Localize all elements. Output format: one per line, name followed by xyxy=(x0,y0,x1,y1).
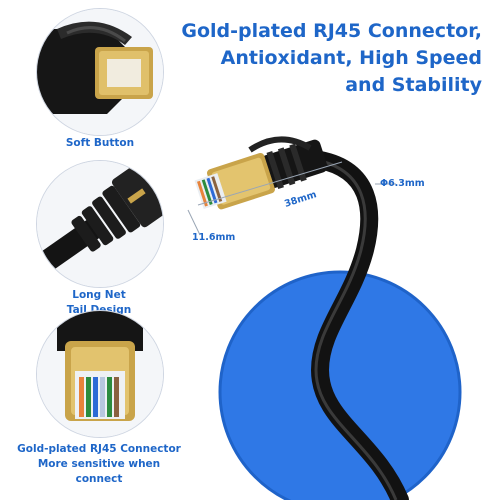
tail-boot-icon xyxy=(37,161,163,287)
gold-connector-caption-line-2: More sensitive when connect xyxy=(37,458,161,485)
soft-button-caption-line: Soft Button xyxy=(65,137,135,149)
length-guide xyxy=(197,161,343,206)
headline: Gold-plated RJ45 Connector, Antioxidant,… xyxy=(162,18,482,99)
gold-connector-caption: Gold-plated RJ45 Connector More sensitiv… xyxy=(14,442,184,487)
tail-design-caption-line-1: Long Net xyxy=(72,289,126,301)
gold-connector-thumbnail xyxy=(36,310,164,438)
gold-connector-caption-line-1: Gold-plated RJ45 Connector xyxy=(17,443,181,455)
headline-line-3: and Stability xyxy=(345,74,482,96)
gold-connector-icon xyxy=(37,311,163,437)
cable-illustration xyxy=(187,136,462,500)
diameter-label: Φ6.3mm xyxy=(380,178,425,189)
headline-line-2: Antioxidant, High Speed xyxy=(220,47,482,69)
soft-button-thumbnail xyxy=(36,8,164,136)
soft-button-icon xyxy=(37,9,163,135)
width-label: 11.6mm xyxy=(192,232,236,243)
width-guide xyxy=(187,209,201,236)
soft-button-caption: Soft Button xyxy=(60,136,140,151)
headline-line-1: Gold-plated RJ45 Connector, xyxy=(181,20,482,42)
cable xyxy=(310,151,409,500)
tail-design-thumbnail xyxy=(36,160,164,288)
blue-backdrop-circle xyxy=(220,272,460,500)
